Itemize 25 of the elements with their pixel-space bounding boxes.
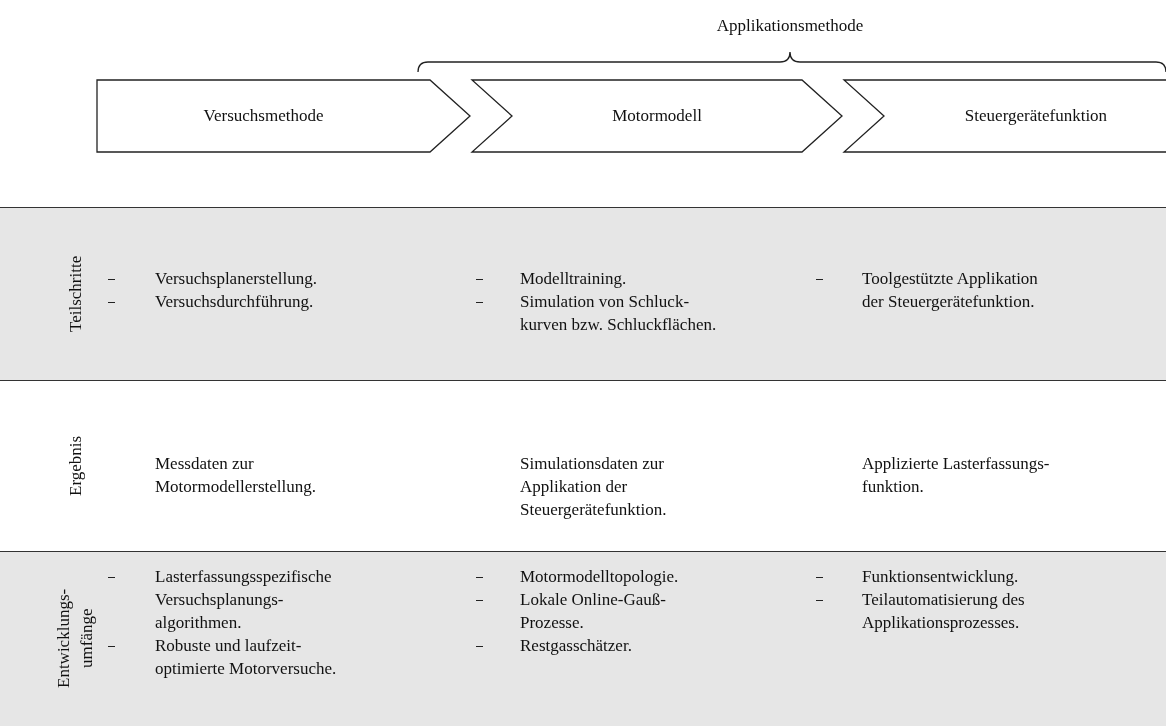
table-cell-text: Versuchsplanerstellung. [155, 268, 318, 290]
process-step-box [844, 80, 1166, 152]
table-cell-text: Toolgestützte Applikation der Steuergerätefunktion. [862, 268, 1039, 313]
process-step-box [97, 80, 470, 152]
table-cell-text: Applizierte Lasterfassungs-funktion. [862, 453, 1051, 498]
table-cell-text: Robuste und laufzeit-optimierte Motorversuche. [155, 635, 338, 680]
step-label: Versuchsmethode [203, 106, 324, 126]
table-cell-text: Versuchsdurchführung. [155, 291, 315, 313]
process-step-box [472, 80, 842, 152]
table-cell-text: Modelltraining. [520, 268, 628, 290]
table-cell-text: Simulation von Schluck-kurven bzw. Schluckflächen. [520, 291, 718, 336]
table-cell-text: Lokale Online-Gauß-Prozesse. [520, 589, 667, 634]
step-label: Motormodell [612, 106, 702, 126]
table-cell-text: Teilautomatisierung des Applikationsprozesses. [862, 589, 1026, 634]
row-header: Ergebnis [64, 434, 86, 498]
table-cell-text: Messdaten zur Motormodellerstellung. [155, 453, 317, 498]
step-label: Steuergerätefunktion [964, 106, 1108, 126]
row-header: Teilschritte [64, 254, 86, 334]
table-cell-text: Restgasschätzer. [520, 635, 633, 657]
table-cell-text: Simulationsdaten zur Applikation der Steuergerätefunktion. [520, 453, 668, 521]
table-cell-text: Funktionsentwicklung. [862, 566, 1020, 588]
row-header: Entwicklungs-umfänge [53, 587, 97, 691]
bracket-label: Applikationsmethode [715, 16, 865, 36]
table-cell-text: Lasterfassungsspezifische Versuchsplanungs-algorithmen. [155, 566, 333, 634]
table-cell-text: Motormodelltopologie. [520, 566, 680, 588]
